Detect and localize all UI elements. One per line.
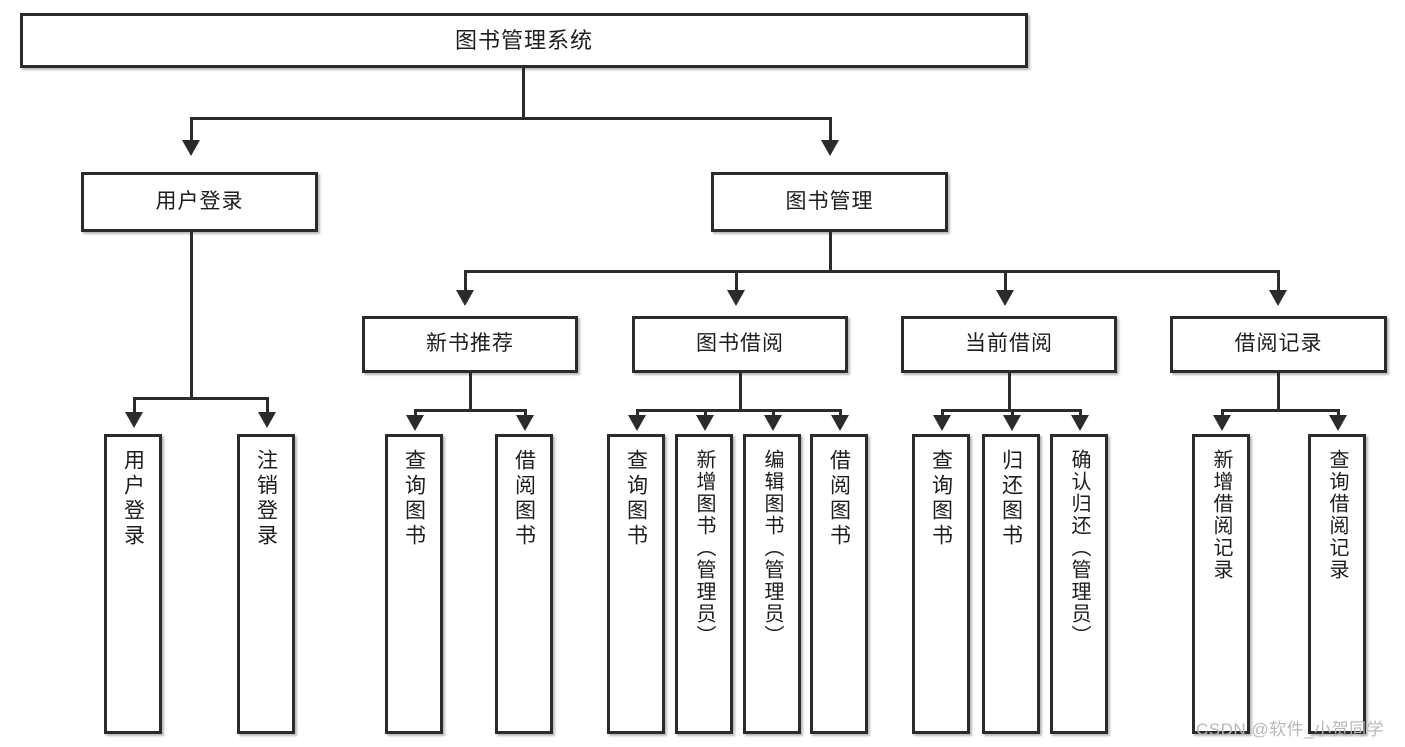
node-label: 查询图书 <box>624 449 648 549</box>
connector-root-to-book-mgmt <box>829 117 832 142</box>
node-label: 归还图书 <box>999 449 1023 549</box>
connector-root-to-user-login <box>190 117 193 142</box>
connector-book-borrow-leaf3 <box>772 409 775 418</box>
connector-book-mgmt-bus <box>464 270 1280 273</box>
node-current-borrow[interactable]: 当前借阅 <box>901 316 1117 373</box>
connector-book-borrow-bus <box>636 409 842 412</box>
connector-book-mgmt-to-new-book <box>464 270 467 292</box>
connector-current-borrow-leaf3 <box>1079 409 1082 418</box>
node-label: 查询图书 <box>402 449 426 549</box>
connector-book-borrow-stem <box>739 373 742 409</box>
connector-book-borrow-leaf2 <box>704 409 707 418</box>
csdn-watermark: CSDN @软件_小贺同学 <box>1196 720 1385 739</box>
leaf-current-query-book[interactable]: 查询图书 <box>912 434 970 734</box>
connector-user-login-leaf1 <box>133 397 136 414</box>
connector-root-bus <box>190 117 832 120</box>
leaf-new-book-query-book[interactable]: 查询图书 <box>385 434 443 734</box>
node-label: 借阅图书 <box>827 449 851 549</box>
connector-book-mgmt-to-current <box>1004 270 1007 292</box>
node-borrow-record[interactable]: 借阅记录 <box>1170 316 1387 373</box>
arrowhead-root-to-book-mgmt <box>821 140 839 156</box>
leaf-record-query-record[interactable]: 查询借阅记录 <box>1308 434 1366 734</box>
arrowhead-current-borrow-leaf2 <box>1003 415 1021 431</box>
arrowhead-book-borrow-leaf1 <box>628 415 646 431</box>
node-label: 注销登录 <box>254 449 278 549</box>
node-label: 确认归还（管理员） <box>1068 449 1090 647</box>
connector-book-mgmt-stem <box>829 232 832 270</box>
connector-new-book-leaf2 <box>524 409 527 418</box>
arrowhead-current-borrow-leaf3 <box>1071 415 1089 431</box>
node-book-management[interactable]: 图书管理 <box>711 172 948 232</box>
connector-book-borrow-leaf1 <box>636 409 639 418</box>
node-label: 新增借阅记录 <box>1210 449 1232 581</box>
node-book-borrow[interactable]: 图书借阅 <box>632 316 848 373</box>
arrowhead-user-login-leaf2 <box>258 412 276 428</box>
node-root-book-management-system[interactable]: 图书管理系统 <box>20 13 1028 68</box>
connector-user-login-leaf2 <box>266 397 269 414</box>
connector-current-borrow-leaf2 <box>1011 409 1014 418</box>
arrowhead-new-book-leaf2 <box>516 415 534 431</box>
node-label: 借阅记录 <box>1234 332 1323 356</box>
arrowhead-borrow-record-leaf2 <box>1329 415 1347 431</box>
arrowhead-to-record <box>1269 290 1287 306</box>
connector-book-mgmt-to-borrow <box>735 270 738 292</box>
connector-book-mgmt-to-record <box>1277 270 1280 292</box>
leaf-record-add-record[interactable]: 新增借阅记录 <box>1192 434 1250 734</box>
node-label: 图书管理系统 <box>454 27 593 53</box>
arrowhead-book-borrow-leaf3 <box>764 415 782 431</box>
leaf-logout[interactable]: 注销登录 <box>237 434 295 734</box>
node-label: 借阅图书 <box>512 449 536 549</box>
leaf-user-login[interactable]: 用户登录 <box>104 434 162 734</box>
arrowhead-book-borrow-leaf4 <box>831 415 849 431</box>
leaf-current-confirm-return-admin[interactable]: 确认归还（管理员） <box>1050 434 1108 734</box>
node-label: 当前借阅 <box>965 332 1053 356</box>
arrowhead-new-book-leaf1 <box>406 415 424 431</box>
connector-new-book-stem <box>469 373 472 409</box>
connector-root-stem <box>522 68 525 117</box>
arrowhead-to-current <box>996 290 1014 306</box>
connector-user-login-bus <box>133 397 269 400</box>
arrowhead-to-new-book <box>456 290 474 306</box>
connector-borrow-record-stem <box>1277 373 1280 409</box>
leaf-new-book-borrow-book[interactable]: 借阅图书 <box>495 434 553 734</box>
leaf-borrow-query-book[interactable]: 查询图书 <box>607 434 665 734</box>
connector-current-borrow-stem <box>1008 373 1011 409</box>
connector-borrow-record-leaf1 <box>1221 409 1224 418</box>
arrowhead-to-borrow <box>727 290 745 306</box>
connector-new-book-bus <box>414 409 527 412</box>
node-label: 编辑图书（管理员） <box>761 449 783 647</box>
leaf-current-return-book[interactable]: 归还图书 <box>982 434 1040 734</box>
node-label: 查询借阅记录 <box>1326 449 1348 581</box>
node-new-book-recommend[interactable]: 新书推荐 <box>362 316 578 373</box>
node-user-login[interactable]: 用户登录 <box>81 172 318 232</box>
leaf-borrow-edit-book-admin[interactable]: 编辑图书（管理员） <box>743 434 801 734</box>
arrowhead-user-login-leaf1 <box>125 412 143 428</box>
connector-current-borrow-leaf1 <box>941 409 944 418</box>
node-label: 用户登录 <box>121 449 145 549</box>
node-label: 新书推荐 <box>426 332 514 356</box>
leaf-borrow-borrow-book[interactable]: 借阅图书 <box>810 434 868 734</box>
node-label: 图书借阅 <box>696 332 784 356</box>
node-label: 查询图书 <box>929 449 953 549</box>
arrowhead-book-borrow-leaf2 <box>696 415 714 431</box>
connector-borrow-record-bus <box>1221 409 1340 412</box>
connector-new-book-leaf1 <box>414 409 417 418</box>
node-label: 图书管理 <box>785 189 874 213</box>
node-label: 用户登录 <box>155 189 244 213</box>
connector-borrow-record-leaf2 <box>1337 409 1340 418</box>
arrowhead-root-to-user-login <box>182 140 200 156</box>
leaf-borrow-add-book-admin[interactable]: 新增图书（管理员） <box>675 434 733 734</box>
node-label: 新增图书（管理员） <box>693 449 715 647</box>
connector-user-login-stem <box>190 232 193 397</box>
connector-book-borrow-leaf4 <box>839 409 842 418</box>
arrowhead-borrow-record-leaf1 <box>1213 415 1231 431</box>
arrowhead-current-borrow-leaf1 <box>933 415 951 431</box>
